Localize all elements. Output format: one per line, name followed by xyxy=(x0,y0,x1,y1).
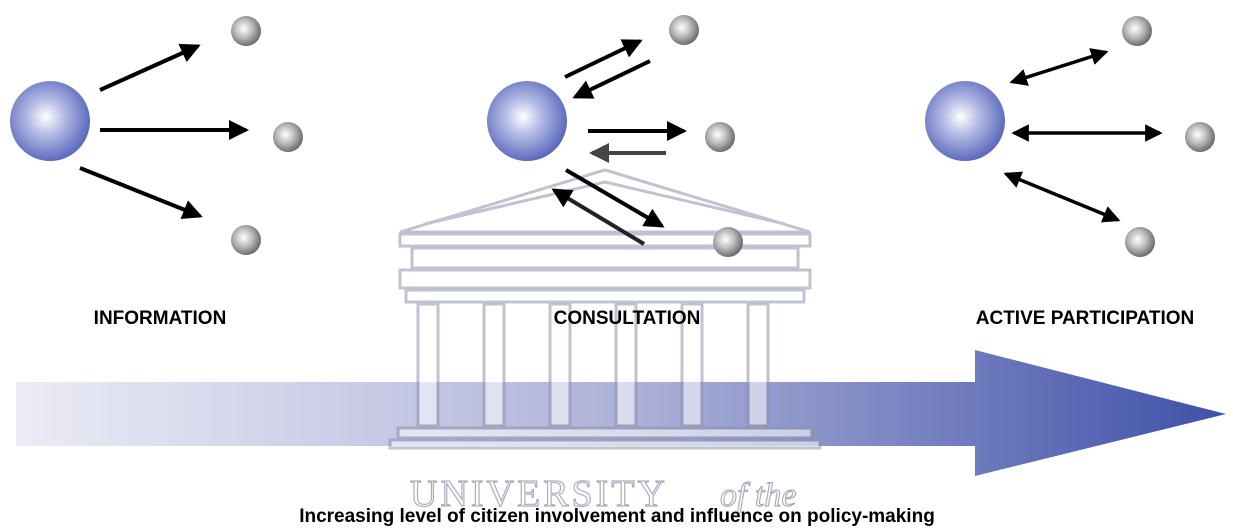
watermark-of-the: of the xyxy=(720,477,796,514)
arrow-in xyxy=(572,59,651,99)
stage-active-participation xyxy=(925,16,1215,257)
government-node xyxy=(10,81,90,161)
arrow-in xyxy=(551,188,646,246)
citizen-node xyxy=(273,122,303,152)
citizen-node xyxy=(1122,16,1152,46)
watermark-text: UNIVERSITY of the xyxy=(409,472,797,515)
citizen-node xyxy=(1125,227,1155,257)
watermark-building-icon xyxy=(388,168,822,450)
stage-label-information: INFORMATION xyxy=(94,308,227,329)
citizen-node xyxy=(231,225,261,255)
citizen-node xyxy=(705,122,735,152)
arrow-out xyxy=(564,168,665,228)
diagram-caption: Increasing level of citizen involvement … xyxy=(299,506,935,527)
arrow-both xyxy=(1009,48,1109,86)
government-node xyxy=(487,81,567,161)
stage-information xyxy=(10,16,303,255)
stage-label-consultation: CONSULTATION xyxy=(554,308,701,329)
arrow-out xyxy=(564,39,643,79)
citizen-node xyxy=(713,227,743,257)
arrow-both xyxy=(1003,171,1121,223)
stage-consultation xyxy=(487,15,743,257)
citizen-node xyxy=(231,16,261,46)
arrow-out xyxy=(79,166,203,219)
government-node xyxy=(925,81,1005,161)
stage-label-active-participation: ACTIVE PARTICIPATION xyxy=(976,308,1195,329)
watermark-university: UNIVERSITY xyxy=(410,473,668,515)
arrow-out xyxy=(99,43,201,92)
citizen-node xyxy=(1185,122,1215,152)
citizen-node xyxy=(669,15,699,45)
